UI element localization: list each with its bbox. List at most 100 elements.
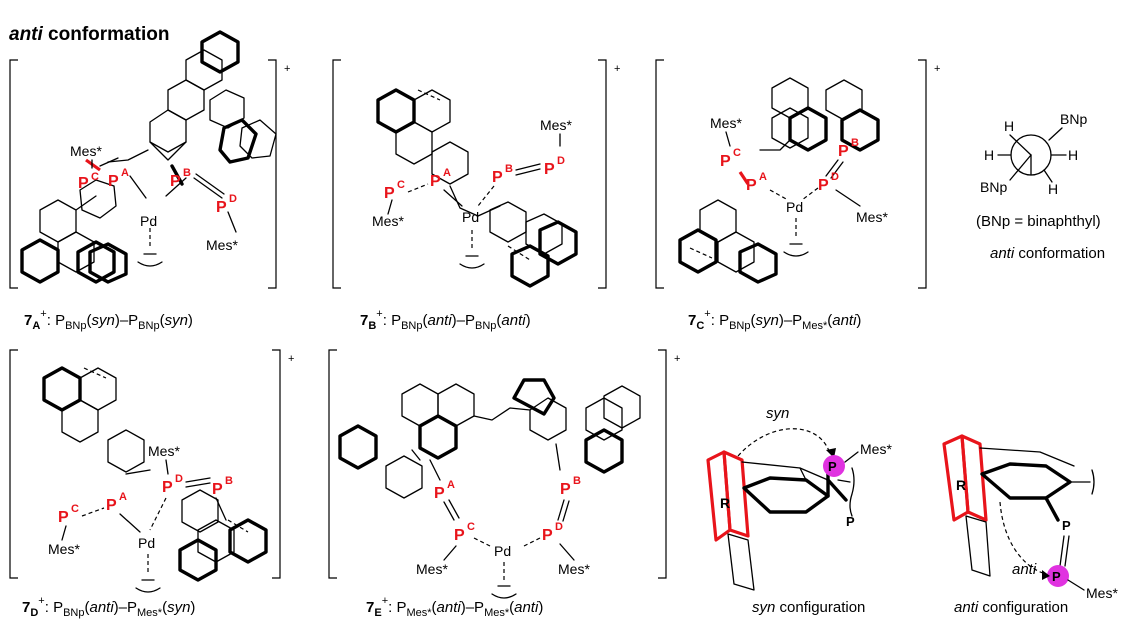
- svg-text:B: B: [851, 137, 859, 149]
- svg-text:B: B: [505, 163, 513, 175]
- svg-text:P: P: [384, 185, 395, 202]
- svg-text:Mes*: Mes*: [48, 541, 80, 557]
- svg-text:D: D: [175, 473, 183, 485]
- syn-configuration-diagram: syn R P Mes* P syn configuration: [706, 405, 892, 616]
- anti-configuration-diagram: P P Mes* anti R anti configuration: [942, 434, 1118, 616]
- svg-text:Pd: Pd: [786, 199, 803, 215]
- svg-text:P: P: [454, 527, 465, 544]
- svg-text:P: P: [78, 175, 89, 192]
- svg-text:P: P: [838, 143, 849, 160]
- svg-text:P: P: [542, 527, 553, 544]
- svg-text:R: R: [956, 477, 966, 493]
- svg-text:P: P: [162, 479, 173, 496]
- bracket-right: [268, 59, 277, 289]
- svg-text:P: P: [1052, 569, 1061, 584]
- svg-text:+: +: [288, 353, 294, 365]
- figure-title: anti conformation: [9, 24, 169, 45]
- svg-text:H: H: [1068, 147, 1078, 163]
- svg-text:H: H: [1004, 118, 1014, 134]
- svg-text:D: D: [557, 155, 565, 167]
- svg-text:C: C: [91, 171, 99, 183]
- svg-text:P: P: [560, 481, 571, 498]
- svg-text:P: P: [720, 153, 731, 170]
- bracket-left: [9, 59, 18, 289]
- svg-text:B: B: [225, 475, 233, 487]
- svg-text:Mes*: Mes*: [416, 561, 448, 577]
- svg-text:Mes*: Mes*: [1086, 585, 1118, 601]
- svg-text:+: +: [674, 353, 680, 365]
- svg-text:+: +: [934, 63, 940, 75]
- svg-text:H: H: [984, 147, 994, 163]
- caption-7c: 7C+: PBNp(syn)–PMes*(anti): [688, 308, 861, 332]
- svg-text:Mes*: Mes*: [710, 115, 742, 131]
- svg-text:R: R: [720, 495, 730, 511]
- svg-text:BNp: BNp: [1060, 111, 1087, 127]
- svg-text:P: P: [170, 173, 181, 190]
- svg-text:P: P: [212, 481, 223, 498]
- svg-text:B: B: [183, 167, 191, 179]
- svg-text:P: P: [846, 514, 855, 529]
- svg-text:D: D: [831, 171, 839, 183]
- svg-text:H: H: [1048, 181, 1058, 197]
- svg-text:Mes*: Mes*: [148, 443, 180, 459]
- svg-text:Pd: Pd: [462, 209, 479, 225]
- caption-7e: 7E+: PMes*(anti)–PMes*(anti): [366, 595, 543, 619]
- svg-text:P: P: [746, 177, 757, 194]
- svg-text:7C+: PBNp(syn)–PMes*(anti): 7C+: PBNp(syn)–PMes*(anti): [688, 308, 861, 332]
- svg-text:P: P: [1062, 518, 1071, 533]
- svg-text:+: +: [614, 63, 620, 75]
- svg-text:anti: anti: [1012, 561, 1037, 578]
- newman-projection: H BNp H H BNp H (BNp = binaphthyl) anti …: [976, 111, 1105, 262]
- svg-text:anti configuration: anti configuration: [954, 599, 1068, 616]
- caption-7d: 7D+: PBNp(anti)–PMes*(syn): [22, 595, 195, 619]
- svg-text:P: P: [544, 161, 555, 178]
- svg-text:anti conformation: anti conformation: [990, 245, 1105, 262]
- svg-text:B: B: [573, 475, 581, 487]
- svg-text:7D+: PBNp(anti)–PMes*(syn): 7D+: PBNp(anti)–PMes*(syn): [22, 595, 195, 619]
- svg-text:C: C: [733, 147, 741, 159]
- charge-plus: +: [284, 63, 290, 75]
- svg-text:BNp: BNp: [980, 179, 1007, 195]
- svg-text:syn: syn: [766, 405, 789, 422]
- svg-text:Pd: Pd: [140, 213, 157, 229]
- svg-text:D: D: [555, 521, 563, 533]
- svg-text:P: P: [430, 173, 441, 190]
- svg-text:C: C: [467, 521, 475, 533]
- svg-text:P: P: [58, 509, 69, 526]
- caption-7a: 7A+: PBNp(syn)–PBNp(syn): [24, 308, 193, 332]
- caption-7b: 7B+: PBNp(anti)–PBNp(anti): [360, 308, 531, 332]
- svg-text:Mes*: Mes*: [540, 117, 572, 133]
- svg-text:A: A: [121, 167, 129, 179]
- svg-text:Mes*: Mes*: [860, 441, 892, 457]
- svg-text:P: P: [818, 177, 829, 194]
- svg-text:A: A: [759, 171, 767, 183]
- svg-text:syn configuration: syn configuration: [752, 599, 865, 616]
- svg-text:P: P: [108, 173, 119, 190]
- svg-text:Mes*: Mes*: [206, 237, 238, 253]
- svg-text:Mes*: Mes*: [70, 143, 102, 159]
- svg-text:A: A: [443, 167, 451, 179]
- svg-text:C: C: [71, 503, 79, 515]
- svg-text:P: P: [106, 497, 117, 514]
- svg-text:7B+: PBNp(anti)–PBNp(anti): 7B+: PBNp(anti)–PBNp(anti): [360, 308, 531, 332]
- svg-text:P: P: [216, 199, 227, 216]
- svg-text:(BNp = binaphthyl): (BNp = binaphthyl): [976, 213, 1101, 230]
- svg-text:Mes*: Mes*: [558, 561, 590, 577]
- svg-text:P: P: [434, 485, 445, 502]
- svg-text:Pd: Pd: [138, 535, 155, 551]
- svg-text:Mes*: Mes*: [856, 209, 888, 225]
- svg-text:P: P: [828, 459, 837, 474]
- svg-text:A: A: [447, 479, 455, 491]
- svg-text:7A+: PBNp(syn)–PBNp(syn): 7A+: PBNp(syn)–PBNp(syn): [24, 308, 193, 332]
- svg-text:Pd: Pd: [494, 543, 511, 559]
- svg-text:P: P: [492, 169, 503, 186]
- svg-text:A: A: [119, 491, 127, 503]
- svg-text:Mes*: Mes*: [372, 213, 404, 229]
- svg-text:7E+: PMes*(anti)–PMes*(anti): 7E+: PMes*(anti)–PMes*(anti): [366, 595, 543, 619]
